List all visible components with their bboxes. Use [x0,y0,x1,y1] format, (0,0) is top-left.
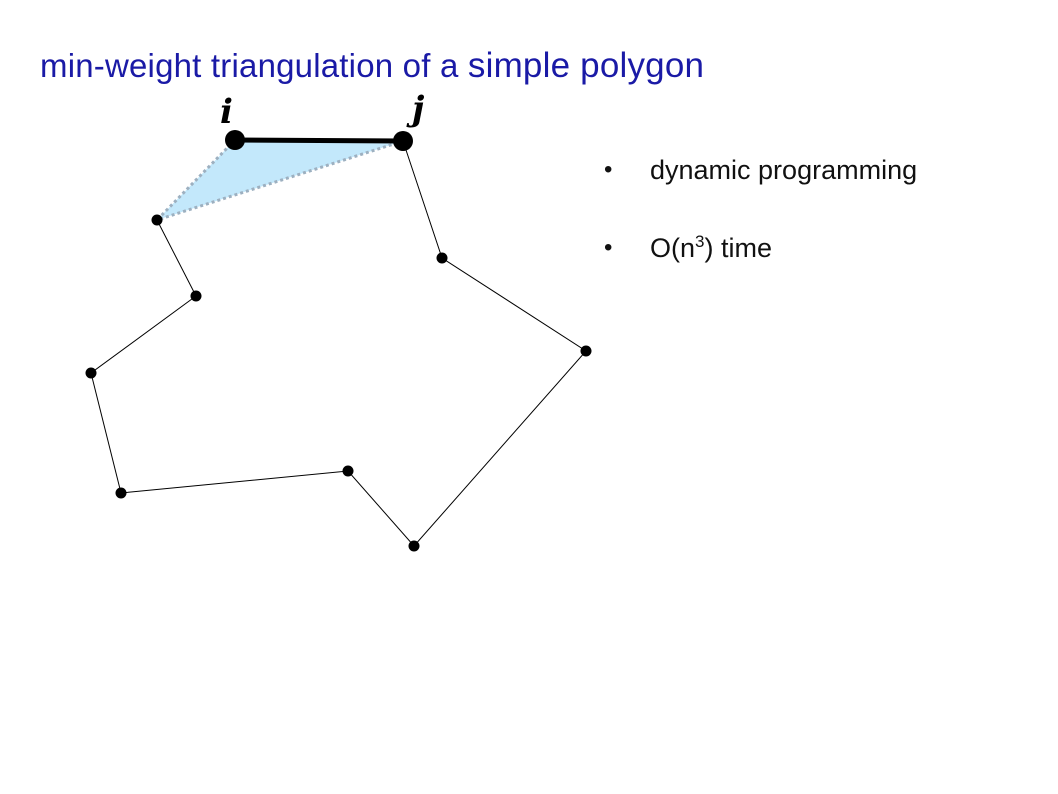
vertex [580,345,592,357]
vertex-j [393,131,413,151]
slide-title: min-weight triangulation of a simple pol… [40,46,704,86]
slide-title-part1: min-weight triangulation of a [40,47,468,84]
bullet-item: • O(n3) time [604,228,917,268]
vertex [115,487,127,499]
dashed-edge-jk [156,139,404,222]
bullet-exponent: 3 [695,232,705,251]
bullet-dot: • [604,156,613,183]
polygon-boundary [90,140,587,547]
vertex [436,252,448,264]
vertex [190,290,202,302]
bullet-text-end: ) time [704,233,772,263]
bullet-list: • dynamic programming • O(n3) time [604,150,917,306]
vertex [342,465,354,477]
vertex-i [225,130,245,150]
edge-ij [234,137,404,144]
label-j: j [406,89,425,129]
bullet-dot: • [604,234,613,261]
bullet-text: dynamic programming [650,155,918,185]
bullet-item: • dynamic programming [604,150,917,190]
vertex [408,540,420,552]
dashed-edge-ik [155,138,237,222]
slide-title-part2: simple polygon [467,46,705,85]
vertex [151,214,163,226]
bullet-text: O(n [650,233,696,263]
vertex [85,367,97,379]
label-i: i [220,92,233,132]
